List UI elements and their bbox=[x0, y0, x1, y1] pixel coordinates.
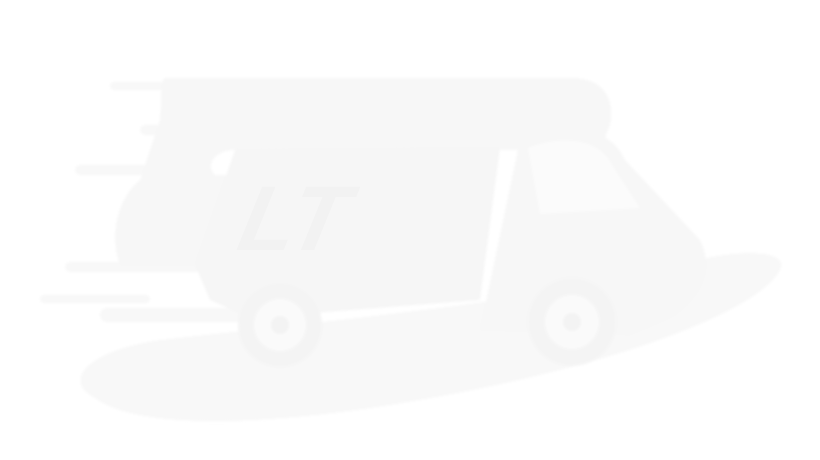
cargo-panel bbox=[195, 148, 500, 318]
rear-wheel bbox=[238, 283, 322, 367]
front-wheel bbox=[528, 278, 616, 366]
truck-cargo-body bbox=[115, 78, 612, 265]
cab-window bbox=[528, 140, 640, 214]
